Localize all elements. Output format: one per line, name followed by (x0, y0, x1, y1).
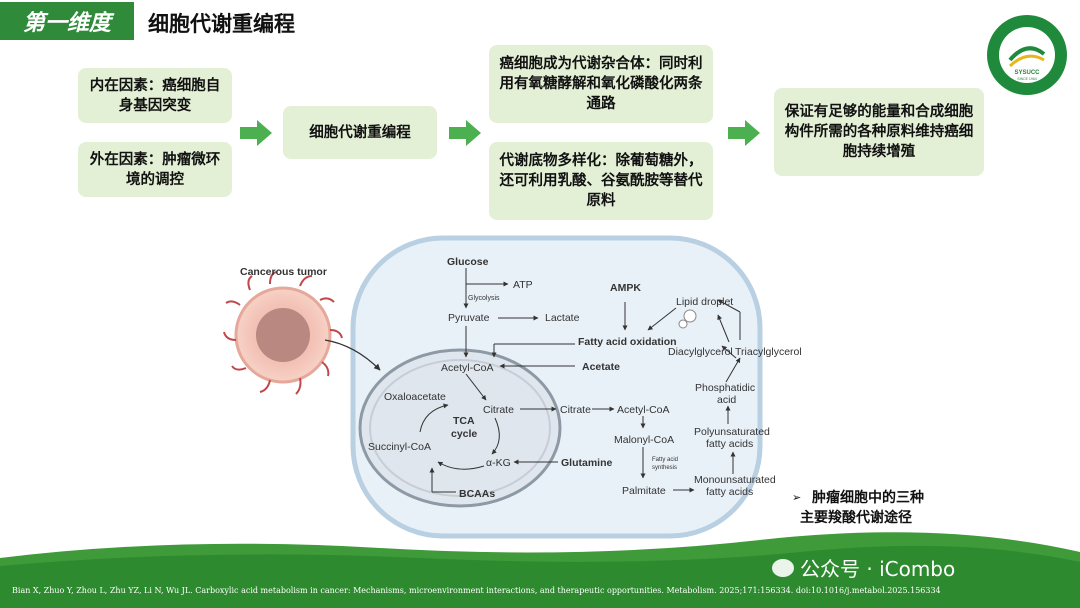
citrate-mito-label: Citrate (483, 404, 514, 416)
glutamine-label: Glutamine (561, 457, 613, 469)
flow-arrow-3 (728, 120, 760, 146)
logo-since: SINCE 1964 (1017, 77, 1037, 81)
watermark-text: 公众号 · iCombo (800, 557, 956, 581)
atp-label: ATP (513, 279, 533, 291)
summary-line-2: 主要羧酸代谢途径 (800, 510, 912, 526)
glucose-label: Glucose (447, 256, 489, 268)
tumor-graphic (223, 271, 343, 395)
phosphatidic-label: Phosphatidic (695, 382, 755, 394)
mitochondrion (358, 348, 562, 508)
fas-label: Fatty acid (652, 457, 678, 463)
lactate-label: Lactate (545, 312, 580, 324)
mufa-label-2: fatty acids (706, 486, 753, 498)
substrate-diversity-box: 代谢底物多样化：除葡萄糖外，还可利用乳酸、谷氨酰胺等替代原料 (489, 142, 713, 220)
mufa-label: Monounsaturated (694, 474, 776, 486)
metabolic-hybrid-box: 癌细胞成为代谢杂合体：同时利用有氧糖酵解和氧化磷酸化两条通路 (489, 45, 713, 123)
outcome-box: 保证有足够的能量和合成细胞构件所需的各种原料维持癌细胞持续增殖 (774, 88, 984, 176)
bullet-icon: ➢ (792, 491, 802, 504)
fas-label-2: synthesis (652, 465, 677, 471)
lipid-droplet-graphic (683, 309, 697, 323)
flow-arrow-2 (449, 120, 481, 146)
triacylglycerol-label: Triacylglycerol (735, 346, 802, 358)
logo-text: SYSUCC (1014, 70, 1040, 76)
citrate-cyto-label: Citrate (560, 404, 591, 416)
lipid-droplet-label: Lipid droplet (676, 296, 733, 308)
flow-arrow-1 (240, 120, 272, 146)
watermark: 公众号 · iCombo (772, 553, 955, 582)
tumor-label: Cancerous tumor (240, 266, 327, 278)
cycle-label: cycle (451, 428, 477, 440)
wechat-icon (772, 558, 794, 577)
page-title: 细胞代谢重编程 (148, 12, 295, 36)
intrinsic-factor-box: 内在因素：癌细胞自身基因突变 (78, 68, 232, 123)
acetate-label: Acetate (582, 361, 620, 373)
tca-label: TCA (453, 415, 475, 427)
ampk-label: AMPK (610, 282, 641, 294)
summary-note: ➢ 肿瘤细胞中的三种 主要羧酸代谢途径 (792, 488, 924, 528)
pyruvate-label: Pyruvate (448, 312, 490, 324)
malonyl-coa-label: Malonyl-CoA (614, 434, 674, 446)
palmitate-label: Palmitate (622, 485, 666, 497)
acetyl-coa-cyto-label: Acetyl-CoA (617, 404, 670, 416)
oxaloacetate-label: Oxaloacetate (384, 391, 446, 403)
phosphatidic-acid-label: acid (717, 394, 736, 406)
bcaas-label: BCAAs (459, 488, 495, 500)
reprogramming-box: 细胞代谢重编程 (283, 106, 437, 159)
pufa-label-2: fatty acids (706, 438, 753, 450)
akg-label: α-KG (486, 457, 511, 469)
dimension-tag: 第一维度 (0, 2, 134, 40)
reference-citation: Bian X, Zhuo Y, Zhou L, Zhu YZ, Li N, Wu… (12, 586, 941, 595)
extrinsic-factor-box: 外在因素：肿瘤微环境的调控 (78, 142, 232, 197)
summary-line-1: 肿瘤细胞中的三种 (812, 490, 924, 506)
sysucc-logo: SYSUCC SINCE 1964 (987, 15, 1067, 95)
glycolysis-label: Glycolysis (468, 295, 500, 302)
succinyl-coa-label: Succinyl-CoA (368, 441, 431, 453)
fao-label: Fatty acid oxidation (578, 336, 677, 348)
pufa-label: Polyunsaturated (694, 426, 770, 438)
diacylglycerol-label: Diacylglycerol (668, 346, 733, 358)
acetyl-coa-mito-label: Acetyl-CoA (441, 362, 494, 374)
